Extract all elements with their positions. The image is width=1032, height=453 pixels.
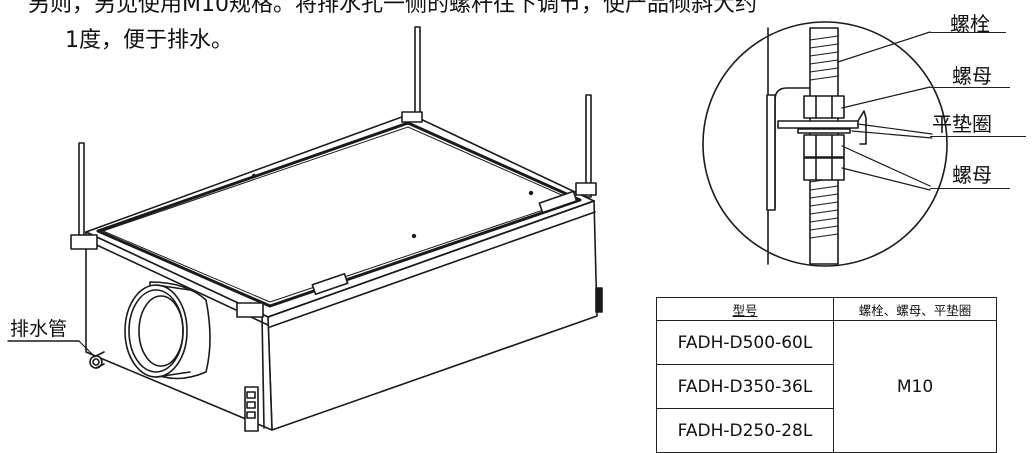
callout-bolt-underline <box>930 32 1006 33</box>
callout-washer: 平垫圈 <box>932 112 992 136</box>
drain-pipe <box>89 351 105 369</box>
model-cell: FADH-D500-60L <box>656 320 834 365</box>
intro-text: 另则，另见使用M10规格。将排水孔一侧的螺杆往下调节，使产品倾斜大约 1度，便于… <box>28 0 757 59</box>
fastener-size-cell: M10 <box>833 320 997 453</box>
callout-drain-pipe: 排水管 <box>10 318 68 340</box>
spec-table-header: 型号 螺栓、螺母、平垫圈 <box>656 297 997 321</box>
callout-nut-bottom-underline <box>930 188 1010 189</box>
table-row: FADH-D250-28L <box>656 408 997 453</box>
intro-line-2: 1度，便于排水。 <box>65 28 233 53</box>
air-duct-collar <box>124 281 211 380</box>
callout-nut-top: 螺母 <box>952 64 992 88</box>
intro-line-1: 另则，另见使用M10规格。将排水孔一侧的螺杆往下调节，使产品倾斜大约 <box>28 0 757 17</box>
header-model: 型号 <box>656 297 834 321</box>
fresh-air-unit <box>70 26 603 432</box>
drain-leader-line <box>78 340 96 358</box>
model-cell: FADH-D350-36L <box>656 364 834 409</box>
callout-leaders <box>837 31 933 191</box>
table-row: FADH-D500-60L M10 <box>656 320 997 453</box>
spec-table: 型号 螺栓、螺母、平垫圈 FADH-D500-60L M10 FADH-D350… <box>656 297 997 453</box>
detail-view <box>702 21 948 267</box>
callout-washer-underline <box>930 136 1026 137</box>
callout-nut-top-underline <box>930 87 1010 88</box>
header-fasteners: 螺栓、螺母、平垫圈 <box>833 297 997 321</box>
model-cell: FADH-D250-28L <box>656 408 834 453</box>
callout-nut-bottom: 螺母 <box>952 163 992 187</box>
